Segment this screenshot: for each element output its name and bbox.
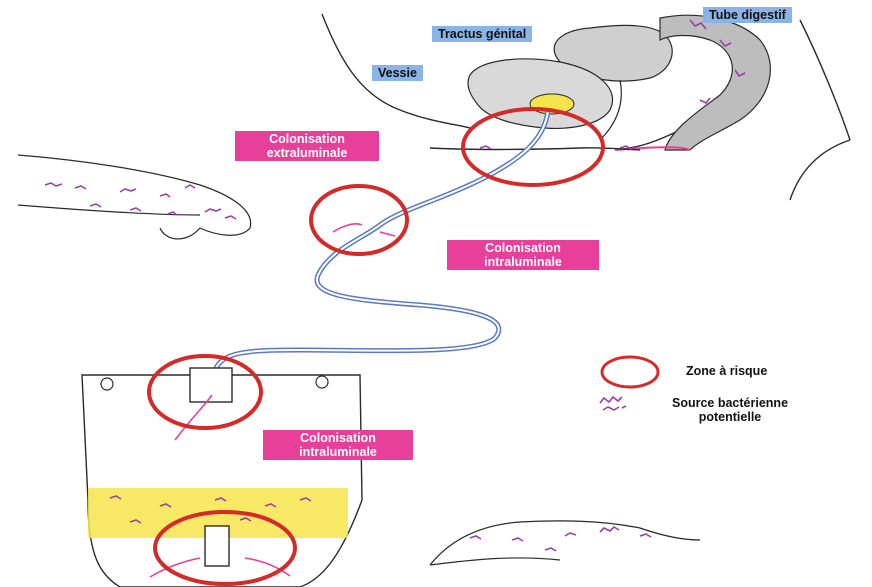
label-vessie: Vessie bbox=[372, 65, 423, 81]
label-colonisation-intraluminale-lower-line2: intraluminale bbox=[269, 445, 407, 459]
collection-bag bbox=[82, 368, 362, 587]
label-tractus-genital: Tractus génital bbox=[432, 26, 532, 42]
label-colonisation-extraluminale-line1: Colonisation bbox=[241, 132, 373, 146]
risk-zone-circles bbox=[149, 109, 603, 584]
legend-bacteria-icon bbox=[600, 397, 626, 410]
legend-source-bacterienne: Source bactérienne potentielle bbox=[672, 396, 788, 424]
legend-source-bacterienne-line2: potentielle bbox=[672, 410, 788, 424]
legend-zone-risque: Zone à risque bbox=[686, 364, 767, 378]
label-colonisation-intraluminale-upper: Colonisation intraluminale bbox=[447, 240, 599, 270]
hand-lower-right bbox=[430, 521, 700, 565]
label-colonisation-extraluminale: Colonisation extraluminale bbox=[235, 131, 379, 161]
label-colonisation-intraluminale-lower: Colonisation intraluminale bbox=[263, 430, 413, 460]
label-colonisation-intraluminale-lower-line1: Colonisation bbox=[269, 431, 407, 445]
label-colonisation-intraluminale-upper-line1: Colonisation bbox=[453, 241, 593, 255]
label-colonisation-intraluminale-upper-line2: intraluminale bbox=[453, 255, 593, 269]
label-colonisation-extraluminale-line2: extraluminale bbox=[241, 146, 373, 160]
label-tube-digestif: Tube digestif bbox=[703, 7, 792, 23]
legend-risk-circle-icon bbox=[602, 357, 658, 387]
legend-source-bacterienne-line1: Source bactérienne bbox=[672, 396, 788, 410]
hand-upper-left bbox=[18, 155, 251, 239]
